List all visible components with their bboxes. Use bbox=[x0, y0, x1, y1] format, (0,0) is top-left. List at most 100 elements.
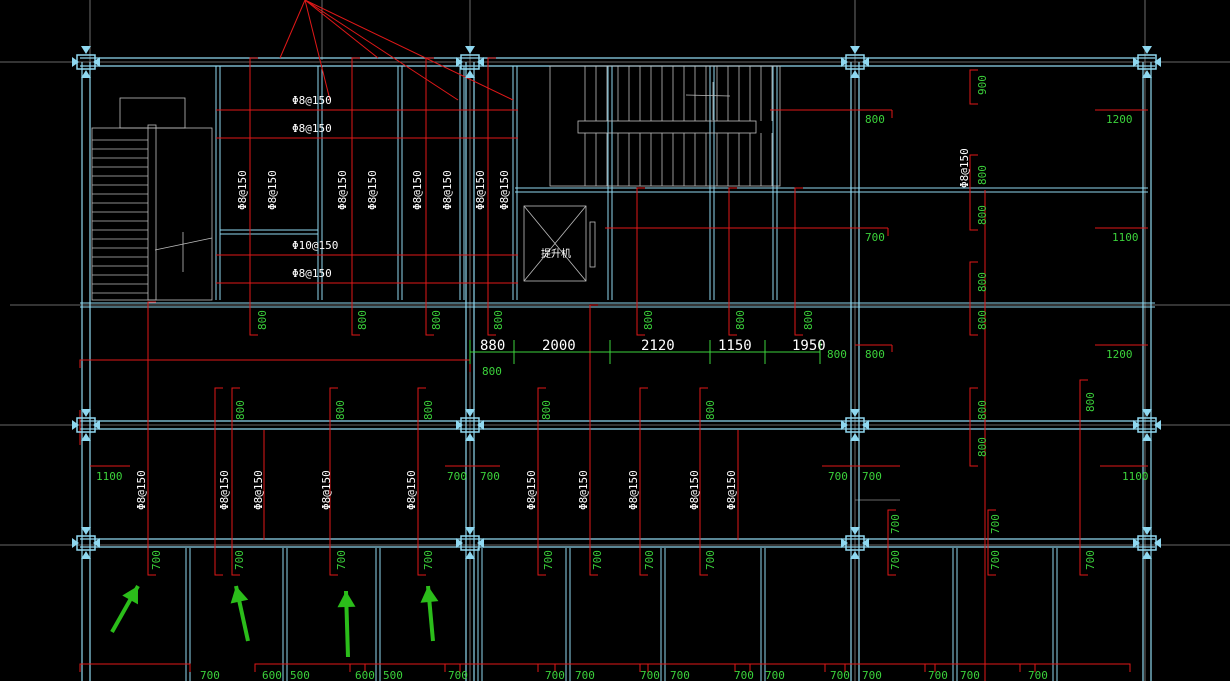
rebar-bracket bbox=[969, 154, 978, 231]
column-marker-icon bbox=[456, 538, 463, 548]
column-marker-icon bbox=[477, 420, 484, 430]
rebar-bottom bbox=[824, 663, 936, 672]
dimension-annotation: 700 bbox=[862, 669, 882, 681]
dimension-annotation: 700 bbox=[542, 550, 555, 570]
column-marker-icon bbox=[81, 70, 91, 78]
column-marker-icon bbox=[1133, 420, 1140, 430]
dimension-annotation: 800 bbox=[540, 400, 553, 420]
dimension-annotation: 600 bbox=[355, 669, 375, 681]
dimension-annotation: 700 bbox=[448, 669, 468, 681]
dimension-annotation: 1100 bbox=[96, 470, 123, 483]
rebar-line bbox=[304, 0, 514, 101]
column-marker-icon bbox=[850, 46, 860, 54]
dimension-annotation: 700 bbox=[828, 470, 848, 483]
dimension-2120: 2120 bbox=[641, 338, 675, 354]
column-marker-icon bbox=[862, 538, 869, 548]
dimension-annotation: 700 bbox=[670, 669, 690, 681]
dimension-annotation: 700 bbox=[335, 550, 348, 570]
dimension-annotation: 700 bbox=[862, 470, 882, 483]
column-marker-icon bbox=[1154, 420, 1161, 430]
dimension-1950: 1950 bbox=[792, 338, 826, 354]
rebar-bottom bbox=[79, 663, 191, 672]
rebar-bottom bbox=[254, 663, 366, 672]
arrow-layer bbox=[110, 585, 439, 658]
column-marker-icon bbox=[850, 409, 860, 417]
column-marker-icon bbox=[1142, 70, 1152, 78]
rebar-annotation: Φ8@150 bbox=[627, 470, 640, 510]
rebar-annotation: Φ8@150 bbox=[292, 267, 332, 280]
dimension-annotation: 800 bbox=[430, 310, 443, 330]
rebar-annotation: Φ8@150 bbox=[498, 170, 511, 210]
column-marker-icon bbox=[850, 551, 860, 559]
rebar-annotation: Φ8@150 bbox=[236, 170, 249, 210]
column-marker-icon bbox=[1142, 409, 1152, 417]
dimension-annotation: 800 bbox=[642, 310, 655, 330]
rebar-bracket bbox=[887, 509, 896, 576]
rebar-bracket bbox=[636, 187, 645, 336]
rebar-bracket bbox=[425, 57, 434, 336]
dimension-annotation: 800 bbox=[865, 113, 885, 126]
rebar-bottom bbox=[639, 663, 751, 672]
rebar-bracket bbox=[249, 57, 258, 336]
column-marker-icon bbox=[477, 538, 484, 548]
dimension-annotation: 500 bbox=[290, 669, 310, 681]
rebar-bracket bbox=[728, 187, 737, 336]
dimension-annotation: 700 bbox=[233, 550, 246, 570]
dimension-annotation: 800 bbox=[492, 310, 505, 330]
dimension-880: 880 bbox=[480, 338, 505, 354]
dimension-1150: 1150 bbox=[718, 338, 752, 354]
column-marker-icon bbox=[841, 420, 848, 430]
rebar-line bbox=[304, 0, 331, 101]
dimension-annotation: 500 bbox=[383, 669, 403, 681]
dimension-annotation: 800 bbox=[704, 400, 717, 420]
column-marker-icon bbox=[81, 409, 91, 417]
dimension-annotation: 700 bbox=[643, 550, 656, 570]
rebar-annotation: Φ10@150 bbox=[292, 239, 338, 252]
rebar-bottom bbox=[924, 663, 1036, 672]
column-marker-icon bbox=[862, 57, 869, 67]
rebar-bracket bbox=[699, 387, 708, 576]
rebar-bracket bbox=[639, 387, 648, 576]
dimension-annotation: 800 bbox=[976, 205, 989, 225]
stair-icon bbox=[91, 97, 213, 301]
dimension-annotation: 700 bbox=[575, 669, 595, 681]
rebar-annotation: Φ8@150 bbox=[292, 94, 332, 107]
dimension-annotation: 700 bbox=[591, 550, 604, 570]
rebar-bracket bbox=[351, 57, 360, 336]
dimension-annotation: 800 bbox=[256, 310, 269, 330]
dimension-annotation: 800 bbox=[234, 400, 247, 420]
column-marker-icon bbox=[1142, 433, 1152, 441]
rebar-bracket bbox=[969, 261, 978, 336]
dimension-annotation: 700 bbox=[734, 669, 754, 681]
rebar-bottom bbox=[537, 663, 649, 672]
column-marker-icon bbox=[456, 420, 463, 430]
beam-layer bbox=[80, 57, 1155, 681]
column-marker-icon bbox=[465, 527, 475, 535]
dimension-annotation: 700 bbox=[889, 514, 902, 534]
elevator-label: 提升机 bbox=[541, 247, 571, 260]
column-marker-icon bbox=[850, 70, 860, 78]
rebar-bracket bbox=[537, 387, 546, 576]
column-marker-icon bbox=[1142, 551, 1152, 559]
rebar-bracket bbox=[794, 187, 803, 336]
column-marker-icon bbox=[81, 551, 91, 559]
dimension-annotation: 800 bbox=[865, 348, 885, 361]
rebar-annotation: Φ8@150 bbox=[441, 170, 454, 210]
arrow-up-icon bbox=[337, 591, 356, 608]
rebar-bracket bbox=[214, 387, 223, 576]
rebar-annotation: Φ8@150 bbox=[405, 470, 418, 510]
dimension-annotation: 800 bbox=[976, 272, 989, 292]
dimension-annotation: 800 bbox=[976, 310, 989, 330]
column-marker-icon bbox=[465, 70, 475, 78]
dimension-annotation: 700 bbox=[422, 550, 435, 570]
dimension-annotation: 1200 bbox=[1106, 348, 1133, 361]
column-layer bbox=[72, 46, 1161, 559]
column-marker-icon bbox=[465, 551, 475, 559]
rebar-line bbox=[79, 359, 471, 372]
rebar-annotation: Φ8@150 bbox=[411, 170, 424, 210]
column-marker-icon bbox=[1154, 538, 1161, 548]
dimension-annotation: 800 bbox=[482, 365, 502, 378]
rebar-annotation: Φ8@150 bbox=[958, 148, 971, 188]
dimension-annotation: 800 bbox=[422, 400, 435, 420]
